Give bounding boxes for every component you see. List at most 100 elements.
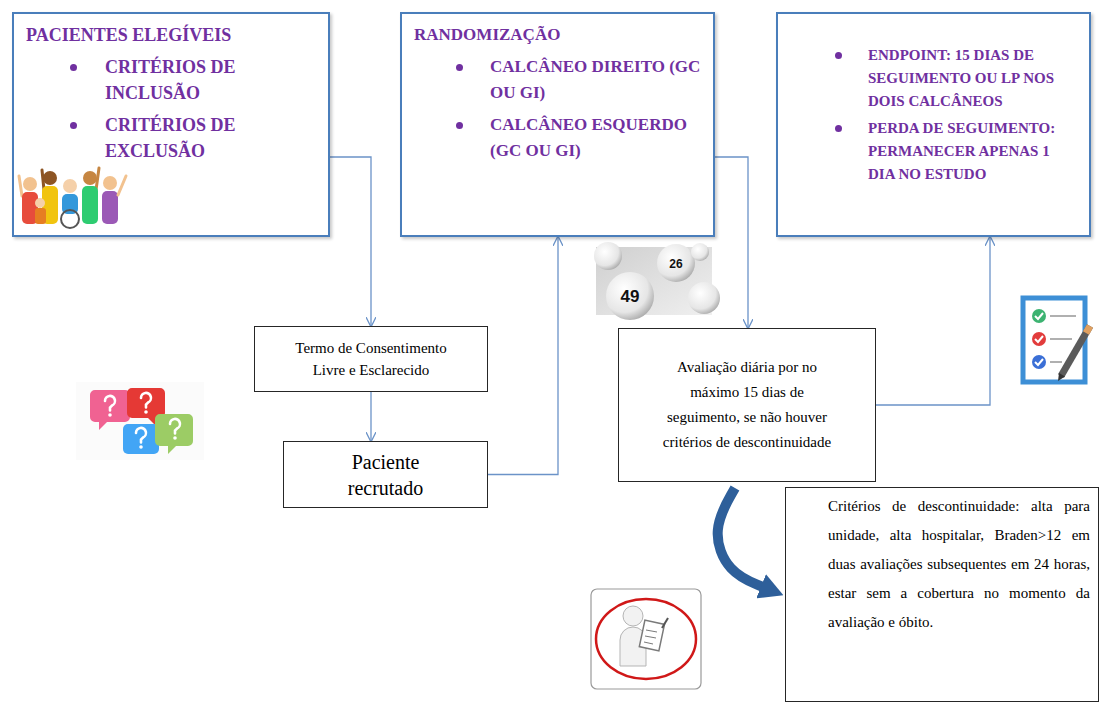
checklist-icon-shape bbox=[1035, 359, 1043, 365]
people-illustration-shape bbox=[103, 176, 117, 190]
question-bubbles-icon-shape bbox=[144, 410, 148, 414]
process-box: RANDOMIZAÇÃO CALCÂNEO DIREITO (GC OU GI) C… bbox=[400, 12, 715, 237]
question-bubbles-icon-shape bbox=[105, 396, 115, 411]
heading-text: PACIENTES ELEGÍVEIS bbox=[26, 22, 316, 48]
checklist-icon-shape bbox=[1035, 313, 1043, 319]
text-row: Critérios de descontinuidade: alta para … bbox=[828, 492, 1090, 637]
process-box: PACIENTES ELEGÍVEIS CRITÉRIOS DE INCLUSÃO… bbox=[12, 12, 330, 237]
checklist-icon-shape bbox=[1035, 336, 1043, 342]
text-row: Termo de Consentimento Livre e Esclareci… bbox=[285, 337, 457, 381]
bullet-dot bbox=[70, 122, 77, 129]
bullet-text: CALCÂNEO ESQUERDO (GC OU GI) bbox=[490, 112, 701, 164]
question-bubbles-icon-shape bbox=[170, 419, 180, 434]
evaluator-icon-shape bbox=[639, 620, 664, 651]
text-row: Avaliação diária por no máximo 15 dias d… bbox=[659, 355, 835, 455]
people-illustration-shape bbox=[61, 210, 79, 228]
checklist-icon-shape bbox=[1032, 309, 1046, 323]
question-bubbles-icon-shape bbox=[173, 436, 177, 440]
bullet-text: CALCÂNEO DIREITO (GC OU GI) bbox=[490, 54, 701, 106]
checklist-icon-shape bbox=[1050, 338, 1072, 340]
evaluator-icon-shape bbox=[623, 606, 643, 626]
text-row: CALCÂNEO ESQUERDO (GC OU GI) bbox=[414, 112, 701, 164]
text-row: CRITÉRIOS DE INCLUSÃO bbox=[26, 54, 316, 106]
bullet-dot bbox=[456, 64, 463, 71]
evaluator-icon-shape bbox=[591, 589, 701, 689]
people-illustration-shape bbox=[43, 171, 57, 185]
question-bubbles-icon-shape bbox=[155, 414, 193, 454]
people-illustration-shape bbox=[63, 179, 77, 193]
heading-text: RANDOMIZAÇÃO bbox=[414, 22, 701, 48]
question-bubbles-icon-shape bbox=[76, 382, 204, 460]
checklist-icon-shape bbox=[1050, 361, 1062, 363]
text-row: CALCÂNEO DIREITO (GC OU GI) bbox=[414, 54, 701, 106]
bullet-dot bbox=[835, 125, 842, 132]
step-box: Termo de Consentimento Livre e Esclareci… bbox=[254, 326, 488, 392]
bullet-dot bbox=[70, 64, 77, 71]
flow-arrow bbox=[876, 237, 990, 405]
people-illustration-shape bbox=[23, 177, 37, 191]
evaluator-icon-shape bbox=[662, 618, 668, 628]
lottery-balls-picture bbox=[594, 242, 720, 320]
checklist-icon-shape bbox=[1061, 326, 1090, 376]
people-illustration-shape bbox=[19, 176, 22, 196]
bullet-text: CRITÉRIOS DE EXCLUSÃO bbox=[105, 112, 316, 164]
bullet-dot bbox=[456, 122, 463, 129]
text-row: RANDOMIZAÇÃO bbox=[414, 22, 701, 48]
checklist-icon-shape bbox=[1032, 355, 1046, 369]
lottery-balls-picture-shape bbox=[688, 282, 720, 314]
bullet-text: PERDA DE SEGUIMENTO: PERMANECER APENAS 1… bbox=[868, 117, 1079, 186]
text-row: Paciente recrutado bbox=[320, 449, 451, 501]
flow-arrow bbox=[715, 157, 748, 328]
checklist-icon-shape bbox=[1058, 373, 1065, 381]
lottery-balls-picture-shape bbox=[594, 242, 622, 270]
people-illustration-shape bbox=[83, 171, 97, 185]
flow-arrow bbox=[370, 392, 371, 441]
text-row: PACIENTES ELEGÍVEIS bbox=[26, 22, 316, 48]
evaluator-icon bbox=[591, 589, 701, 689]
evaluator-icon-shape bbox=[645, 636, 656, 638]
question-bubbles-icon-shape bbox=[108, 413, 112, 417]
text-row: PERDA DE SEGUIMENTO: PERMANECER APENAS 1… bbox=[790, 117, 1079, 186]
question-bubbles-icon-shape bbox=[139, 445, 143, 449]
step-box: Paciente recrutado bbox=[283, 441, 488, 508]
question-bubbles-icon-shape bbox=[136, 428, 146, 443]
process-box: ENDPOINT: 15 DIAS DE SEGUIMENTO OU LP NO… bbox=[776, 12, 1091, 237]
flow-arrow bbox=[330, 157, 371, 326]
question-bubbles-icon-shape bbox=[90, 390, 130, 430]
checklist-icon bbox=[1023, 298, 1090, 382]
question-bubbles-icon-shape bbox=[123, 424, 159, 454]
people-illustration-shape bbox=[118, 176, 126, 195]
bullet-text: CRITÉRIOS DE INCLUSÃO bbox=[105, 54, 316, 106]
evaluator-icon-shape bbox=[596, 599, 696, 679]
evaluator-icon-shape bbox=[646, 630, 657, 632]
bullet-text: ENDPOINT: 15 DIAS DE SEGUIMENTO OU LP NO… bbox=[868, 44, 1079, 113]
note-box: Critérios de descontinuidade: alta para … bbox=[785, 487, 1099, 702]
text-row: ENDPOINT: 15 DIAS DE SEGUIMENTO OU LP NO… bbox=[790, 44, 1079, 113]
curved-arrow bbox=[718, 488, 763, 587]
people-illustration-shape bbox=[35, 198, 45, 208]
box-text: Termo de Consentimento Livre e Esclareci… bbox=[285, 337, 457, 381]
ball-number: 26 bbox=[669, 257, 682, 271]
checklist-icon-shape bbox=[1023, 298, 1085, 382]
checklist-icon-shape bbox=[1086, 326, 1090, 333]
people-illustration-shape bbox=[35, 208, 46, 224]
checklist-icon-shape bbox=[1050, 315, 1076, 317]
bullet-dot bbox=[835, 52, 842, 59]
lottery-balls-picture-shape bbox=[606, 272, 654, 320]
people-illustration-shape bbox=[102, 191, 118, 224]
lottery-balls-picture-shape bbox=[691, 243, 709, 261]
flow-arrow bbox=[488, 237, 558, 475]
question-bubbles-icon bbox=[76, 382, 204, 460]
text-row: CRITÉRIOS DE EXCLUSÃO bbox=[26, 112, 316, 164]
people-illustration-shape bbox=[82, 186, 98, 224]
box-text: Avaliação diária por no máximo 15 dias d… bbox=[659, 355, 835, 455]
step-box: Avaliação diária por no máximo 15 dias d… bbox=[618, 328, 876, 482]
box-text: Critérios de descontinuidade: alta para … bbox=[828, 492, 1090, 637]
box-text: Paciente recrutado bbox=[320, 449, 451, 501]
evaluator-icon-shape bbox=[644, 642, 653, 644]
people-illustration bbox=[19, 168, 126, 228]
question-bubbles-icon-shape bbox=[141, 393, 151, 408]
ball-number: 49 bbox=[621, 287, 640, 307]
lottery-balls-picture-shape bbox=[657, 244, 695, 282]
